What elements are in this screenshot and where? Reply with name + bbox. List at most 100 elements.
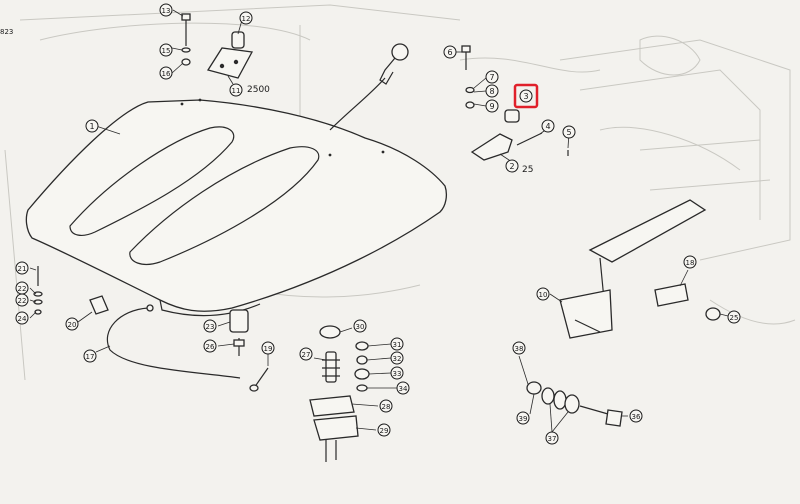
callout-circle [390,337,404,351]
callout-number: 6 [447,48,452,57]
callout-number: 26 [206,343,215,351]
hood-bumper-parts [33,266,109,315]
callout-number: 18 [686,259,695,267]
callout-circle [159,43,173,57]
lock-support-bracket [526,199,721,427]
callout-circle [541,119,555,133]
callout-number: 13 [162,7,171,15]
callout-number: 23 [206,323,215,331]
highlight-box-part-3 [513,83,539,109]
callout-c1: 1 [85,119,99,133]
callout-circle [512,341,526,355]
callout-circle [629,409,643,423]
callout-number: 34 [399,385,408,393]
callout-c26: 26 [203,339,217,353]
callout-circle [390,351,404,365]
callout-circle [683,255,697,269]
callout-circle [562,125,576,139]
callout-number: 11 [232,87,241,95]
corner-code: 823 [0,28,13,36]
rubber-buffer-23 [229,309,269,392]
callout-c11: 11 [229,83,243,97]
release-cable-17 [106,304,241,379]
callout-number: 37 [548,435,557,443]
callout-c39: 39 [516,411,530,425]
qty-label-2: 25 [522,165,533,175]
callout-c24: 24 [15,311,29,325]
callout-circle [390,366,404,380]
callout-c2: 2 [505,159,519,173]
callout-number: 16 [162,70,171,78]
callout-number: 2 [509,162,514,171]
callout-c36: 36 [629,409,643,423]
callout-circle [159,66,173,80]
callout-circle [485,70,499,84]
callout-circle [15,293,29,307]
callout-circle [83,349,97,363]
callout-c29: 29 [377,423,391,437]
callout-circle [536,287,550,301]
callout-circle [377,423,391,437]
callout-c18: 18 [683,255,697,269]
callout-number: 10 [539,291,548,299]
callout-number: 9 [489,102,494,111]
callout-c9: 9 [485,99,499,113]
callout-number: 22 [18,285,27,293]
callout-circle [485,84,499,98]
callout-c6: 6 [443,45,457,59]
callout-c33: 33 [390,366,404,380]
bolt-stack-13-15-16 [181,13,191,66]
callout-circle [519,89,533,103]
callout-circle [229,83,243,97]
callout-c5: 5 [562,125,576,139]
callout-c27: 27 [299,347,313,361]
callout-number: 15 [162,47,171,55]
callout-c16: 16 [159,66,173,80]
callout-number: 17 [86,353,95,361]
callout-c34: 34 [396,381,410,395]
callout-number: 4 [545,122,550,131]
callout-c22b: 22 [15,293,29,307]
callout-c25: 25 [727,310,741,324]
callout-number: 39 [519,415,528,423]
callout-number: 12 [242,15,251,23]
callout-circle [261,341,275,355]
callout-circle [299,347,313,361]
callout-c3: 3 [519,89,533,103]
hood-hinge-2 [461,45,569,161]
callout-circle [65,317,79,331]
callout-c17: 17 [83,349,97,363]
callout-circle [15,261,29,275]
callout-c30: 30 [353,319,367,333]
callout-number: 24 [18,315,27,323]
callout-number: 21 [18,265,27,273]
callout-circle [159,3,173,17]
callout-circle [396,381,410,395]
callout-circle [505,159,519,173]
callout-c31: 31 [390,337,404,351]
callout-circle [443,45,457,59]
callout-c28: 28 [379,399,393,413]
release-cable-top [329,43,409,131]
callout-number: 25 [730,314,739,322]
callout-number: 22 [18,297,27,305]
callout-c32: 32 [390,351,404,365]
callout-circle [727,310,741,324]
callout-number: 8 [489,87,494,96]
callout-c37: 37 [545,431,559,445]
callout-circle [203,339,217,353]
callout-c15: 15 [159,43,173,57]
callout-c20: 20 [65,317,79,331]
callout-number: 20 [68,321,77,329]
callout-number: 5 [566,128,571,137]
callout-number: 28 [382,403,391,411]
callout-c7: 7 [485,70,499,84]
callout-c19: 19 [261,341,275,355]
callout-c38: 38 [512,341,526,355]
callout-c22a: 22 [15,281,29,295]
callout-number: 19 [264,345,273,353]
callout-circle [239,11,253,25]
